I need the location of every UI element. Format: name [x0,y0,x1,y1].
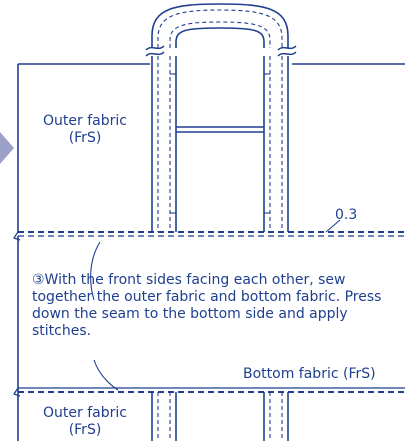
lower-seam [13,387,405,397]
outer-fabric-top-label: Outer fabric (FrS) [32,113,138,147]
outer-fabric-top-line1: Outer fabric [43,113,127,129]
bottom-fabric-label: Bottom fabric (FrS) [243,366,376,382]
seam-allowance-label: 0.3 [335,207,358,223]
step-arrow-icon [0,132,14,164]
handle-loop [145,3,297,57]
outer-fabric-top-panel [17,63,405,232]
handle-strap-right [263,56,289,232]
outer-fabric-bottom-panel [17,392,289,441]
outer-fabric-bottom-line2: (FrS) [68,422,102,438]
handle-strap-left [151,56,177,232]
cross-stitch [170,73,270,214]
outer-fabric-bottom-line1: Outer fabric [43,405,127,421]
upper-seam [13,219,405,241]
outer-fabric-bottom-label: Outer fabric (FrS) [32,405,138,439]
instruction-text: ③With the front sides facing each other,… [32,272,382,339]
outer-fabric-top-line2: (FrS) [68,130,102,146]
